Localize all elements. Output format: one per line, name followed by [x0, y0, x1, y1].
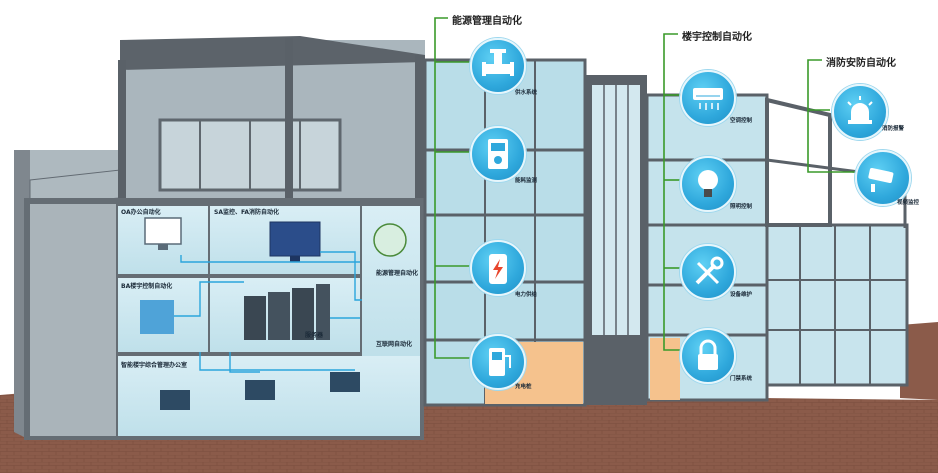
sa-monitor	[269, 221, 321, 257]
fire-alarm-icon	[832, 84, 888, 140]
video-surveillance-label: 视频监控	[897, 200, 920, 206]
oa-monitor	[144, 217, 182, 245]
energy-automation-heading: 能源管理自动化	[452, 16, 522, 27]
orange-lobby-right	[650, 338, 680, 400]
energy-connector	[434, 17, 470, 359]
charging-pile-label: 充电桩	[515, 384, 532, 390]
water-supply-label: 供水系统	[515, 90, 538, 96]
charging-pile-icon	[470, 334, 526, 390]
building-connector	[663, 33, 680, 351]
power-supply-label: 电力供给	[515, 292, 538, 298]
security-camera-icon	[855, 150, 911, 206]
fire-alarm-label: 消防报警	[882, 126, 905, 132]
air-conditioner-icon	[680, 70, 736, 126]
wrench-screwdriver-icon	[680, 244, 736, 300]
top-roof-slab	[120, 36, 425, 70]
far-right-wing	[765, 223, 909, 387]
light-control-label: 照明控制	[730, 204, 753, 210]
server-rack	[244, 284, 330, 340]
energy-ring	[373, 223, 407, 257]
energy-meter-label: 能耗监测	[515, 178, 538, 184]
air-conditioner-label: 空调控制	[730, 118, 753, 124]
column-mid	[285, 38, 293, 208]
oa-room-label: OA办公自动化	[121, 209, 161, 216]
water-supply-icon	[470, 38, 526, 94]
ba-room-label: BA楼宇控制自动化	[121, 283, 173, 290]
access-control-label: 门禁系统	[730, 376, 753, 382]
energy-meter-icon	[470, 126, 526, 182]
light-bulb-icon	[680, 156, 736, 212]
power-supply-icon	[470, 240, 526, 296]
fire-security-heading: 消防安防自动化	[826, 58, 896, 69]
ba-operator	[140, 300, 174, 334]
column-right	[415, 55, 425, 205]
fire-connector	[807, 59, 855, 173]
office-workstations	[160, 372, 360, 410]
building-automation-heading: 楼宇控制自动化	[682, 32, 752, 43]
sa-room-label: SA监控、FA消防自动化	[214, 209, 280, 216]
office-room-label: 智能楼宇综合管理办公室	[121, 362, 188, 369]
maintenance-label: 设备维护	[730, 292, 753, 298]
server-room-label: 服务器	[305, 332, 324, 339]
energy-room-label: 能源管理自动化	[376, 270, 419, 277]
iot-room-label: 互联网自动化	[376, 341, 413, 348]
padlock-icon	[680, 328, 736, 384]
right-ground-strip	[900, 322, 938, 400]
column-left	[118, 60, 126, 210]
network-lines	[174, 251, 362, 373]
